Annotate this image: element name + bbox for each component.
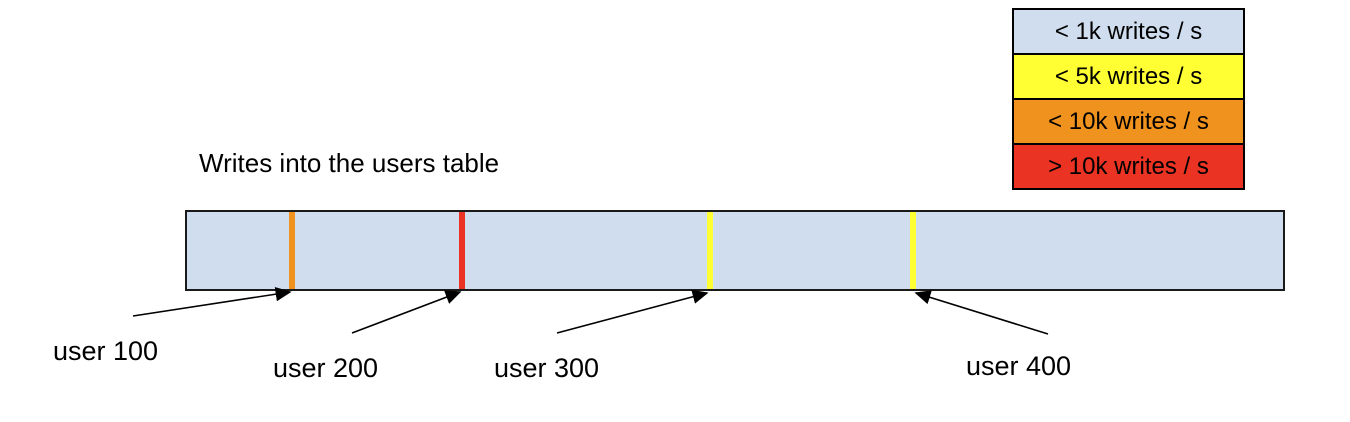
arrow-user-200 <box>351 290 462 334</box>
hotspot-marker-user-200 <box>459 212 465 289</box>
legend-item-lt-10k: < 10k writes / s <box>1012 98 1245 145</box>
legend-item-label: < 10k writes / s <box>1048 107 1209 135</box>
user-label-300: user 300 <box>494 353 600 383</box>
hotspot-marker-user-300 <box>707 212 713 289</box>
legend-item-gt-10k: > 10k writes / s <box>1012 143 1245 190</box>
user-label-200: user 200 <box>273 353 379 383</box>
legend-item-lt-5k: < 5k writes / s <box>1012 53 1245 100</box>
legend-item-label: < 5k writes / s <box>1054 62 1203 90</box>
diagram-title: Writes into the users table <box>199 148 500 178</box>
arrow-user-100 <box>132 287 292 317</box>
legend-item-label: > 10k writes / s <box>1048 152 1209 180</box>
hotspot-marker-user-100 <box>289 212 295 289</box>
legend-item-label: < 1k writes / s <box>1054 17 1203 45</box>
user-label-100: user 100 <box>53 336 159 366</box>
hotspot-marker-user-400 <box>910 212 916 289</box>
users-table-bar <box>185 210 1285 291</box>
legend: < 1k writes / s < 5k writes / s < 10k wr… <box>1012 8 1245 190</box>
arrow-user-300 <box>556 289 709 334</box>
legend-item-lt-1k: < 1k writes / s <box>1012 8 1245 55</box>
arrow-user-400 <box>914 290 1049 335</box>
user-label-400: user 400 <box>966 351 1072 381</box>
